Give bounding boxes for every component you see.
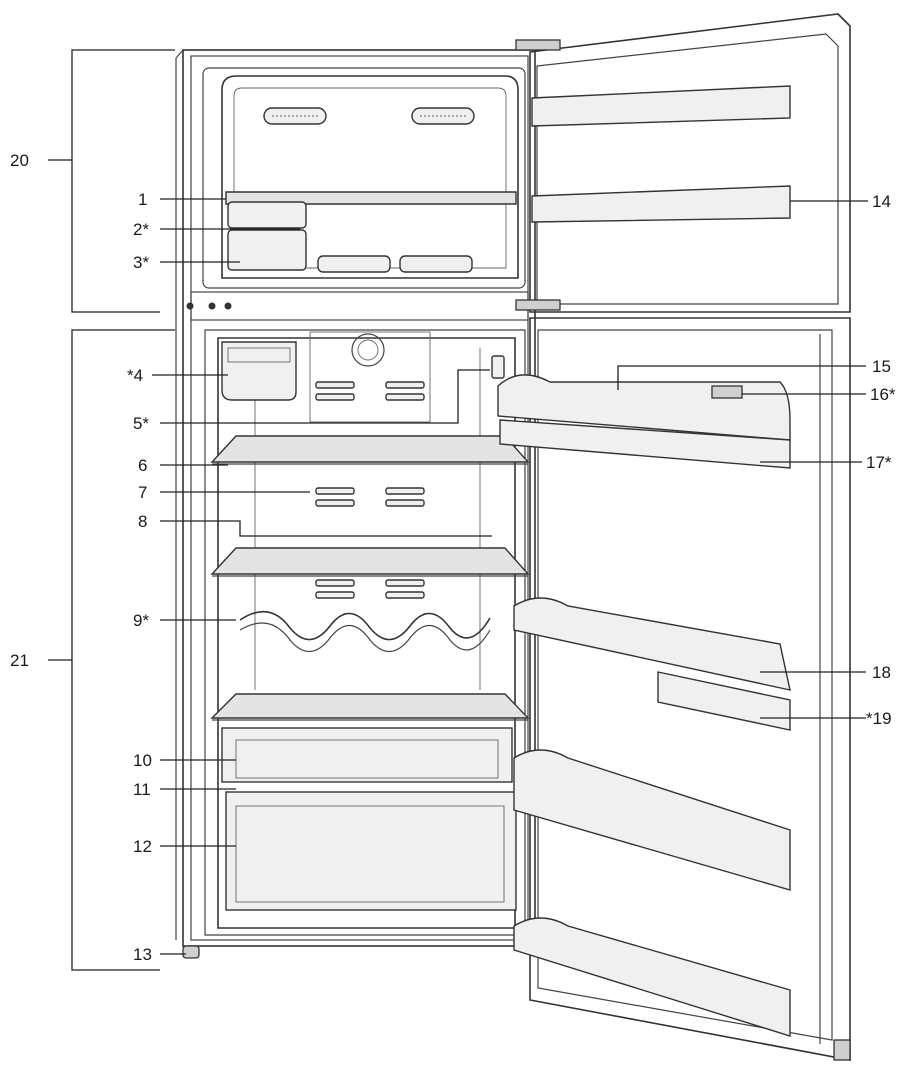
glass-shelf — [210, 547, 530, 575]
ice-tray — [317, 255, 391, 273]
glass-shelf — [210, 435, 530, 463]
freezer-door-shelf — [531, 85, 791, 127]
leader-lines — [152, 198, 868, 955]
fridge-door — [497, 317, 851, 1061]
label-4: *4 — [127, 366, 143, 385]
label-13: 13 — [133, 945, 152, 964]
label-5: 5* — [133, 414, 149, 433]
indicator-dot — [208, 302, 216, 310]
wine-rack — [239, 610, 491, 641]
label-9: 9* — [133, 611, 149, 630]
label-14: 14 — [872, 192, 891, 211]
door-hinge — [515, 299, 561, 311]
freezer-door — [515, 13, 851, 313]
section-brackets — [48, 49, 175, 971]
label-21: 21 — [10, 651, 29, 670]
label-18: 18 — [872, 663, 891, 682]
indicator-dot — [186, 302, 194, 310]
bottle-shelf — [513, 917, 791, 1037]
ice-bank — [227, 229, 307, 271]
freezer-door-shelf — [531, 185, 791, 223]
door-shelf — [499, 419, 791, 469]
label-15: 15 — [872, 357, 891, 376]
crisper-drawer — [225, 791, 517, 911]
freezer-shelf — [225, 191, 517, 205]
label-1: 1 — [138, 190, 147, 209]
door-hinge — [833, 1039, 851, 1061]
door-shelf — [513, 597, 791, 691]
crisper-cover — [210, 693, 530, 719]
bottle-holder — [657, 671, 791, 731]
label-16: 16* — [870, 385, 896, 404]
label-20: 20 — [10, 151, 29, 170]
label-17: 17* — [866, 453, 892, 472]
indicator-dot — [224, 302, 232, 310]
part-labels: 20 21 1 2* 3* *4 5* 6 7 8 9* 10 11 12 13… — [10, 151, 896, 964]
label-7: 7 — [138, 483, 147, 502]
label-2: 2* — [133, 220, 149, 239]
ice-maker — [227, 201, 307, 229]
label-19: *19 — [866, 709, 892, 728]
freezer-vent — [263, 107, 327, 125]
label-12: 12 — [133, 837, 152, 856]
ice-tray — [399, 255, 473, 273]
door-hinge — [515, 39, 561, 51]
label-3: 3* — [133, 253, 149, 272]
water-tank — [221, 341, 297, 401]
air-vents — [315, 381, 425, 599]
door-shelf — [513, 749, 791, 891]
leveling-foot — [182, 945, 200, 959]
egg-tray-handle — [711, 385, 743, 399]
freezer-compartment — [202, 67, 526, 289]
label-11: 11 — [133, 780, 151, 799]
label-6: 6 — [138, 456, 147, 475]
chiller-drawer — [221, 727, 513, 783]
fan-cover — [351, 333, 385, 367]
label-10: 10 — [133, 751, 152, 770]
fridge-compartment — [204, 329, 530, 936]
label-8: 8 — [138, 512, 147, 531]
light-switch — [491, 355, 505, 379]
freezer-vent — [411, 107, 475, 125]
